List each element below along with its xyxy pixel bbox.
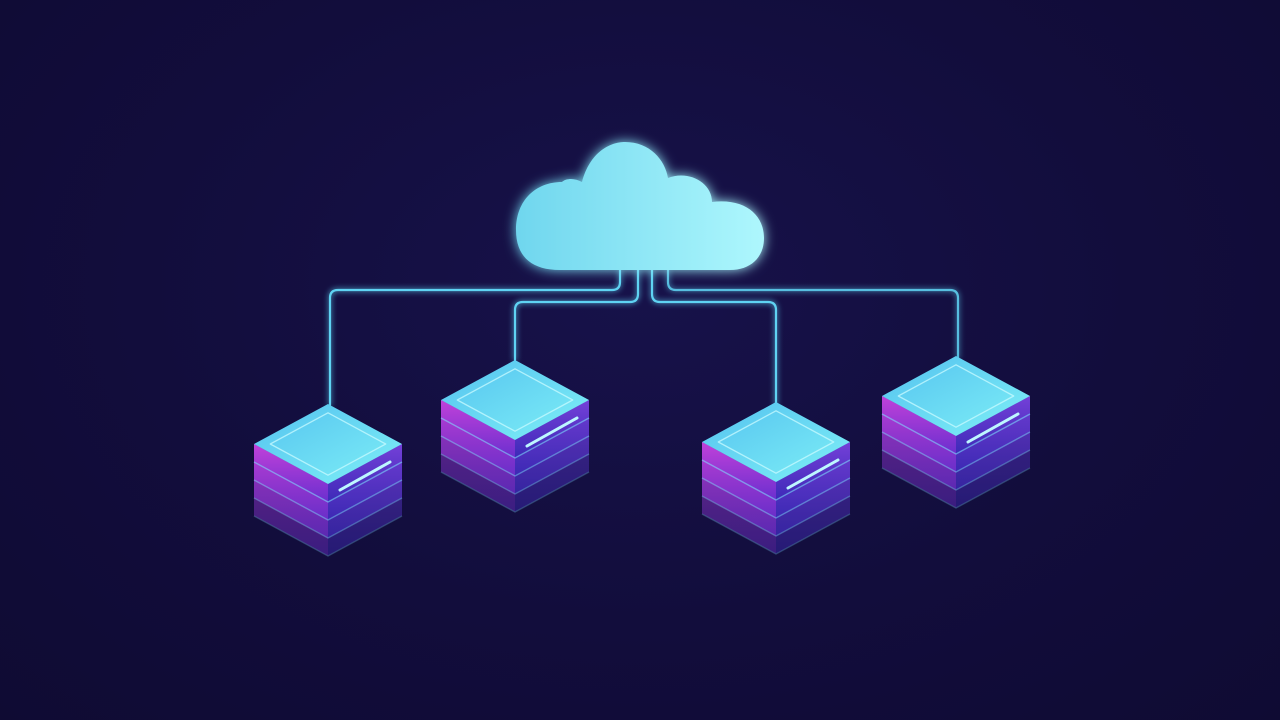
server-top-panel <box>456 368 574 432</box>
connector-cloud-server-2 <box>513 268 640 362</box>
connector-cloud-server-1 <box>328 268 622 407</box>
connector-cloud-server-3 <box>650 268 778 407</box>
server-rack-icon <box>253 404 403 557</box>
server-top-face <box>882 356 1030 436</box>
connector-cloud-server-4 <box>666 268 960 360</box>
server-top-panel <box>717 410 835 474</box>
server-rack-icon <box>881 356 1031 509</box>
server-indicator-slot <box>966 412 1020 444</box>
server-rack-icon <box>701 402 851 555</box>
server-rack-icon <box>440 360 590 513</box>
server-indicator-slot <box>786 458 840 490</box>
server-top-face <box>702 402 850 482</box>
server-top-panel <box>897 364 1015 428</box>
server-indicator-slot <box>338 460 392 492</box>
server-indicator-slot <box>525 416 579 448</box>
server-top-face <box>254 404 402 484</box>
server-group <box>253 356 1031 557</box>
server-top-face <box>441 360 589 440</box>
server-top-panel <box>269 412 387 476</box>
cloud-icon <box>516 142 764 270</box>
connector-lines <box>328 268 960 407</box>
